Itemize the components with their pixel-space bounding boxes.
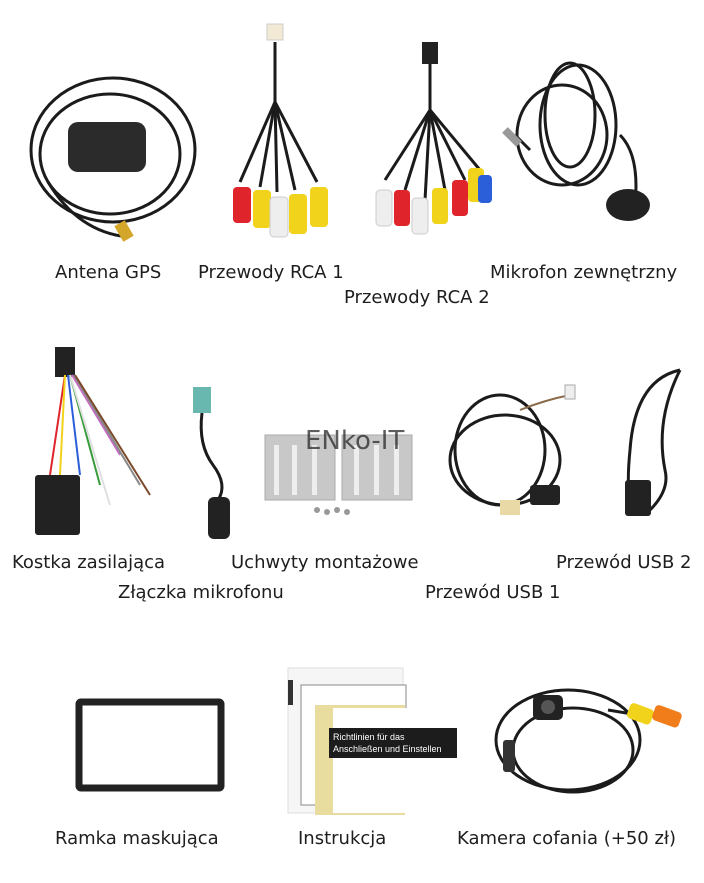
watermark: ENko-IT [305, 426, 405, 456]
label-power-harness: Kostka zasilająca [12, 552, 166, 573]
external-microphone-image [502, 61, 650, 221]
mask-frame-image [75, 698, 225, 792]
label-mounting-brackets: Uchwyty montażowe [231, 552, 419, 573]
gps-antenna-image [29, 76, 197, 242]
label-microphone-adapter: Złączka mikrofonu [118, 582, 284, 603]
mounting-brackets-image [264, 434, 413, 515]
rca-cable-2-image [375, 42, 492, 235]
label-usb-cable-1: Przewód USB 1 [425, 582, 561, 603]
reverse-camera-image [494, 688, 682, 794]
rca-cable-1-image [233, 23, 328, 238]
label-external-microphone: Mikrofon zewnętrzny [490, 262, 678, 283]
label-reverse-camera: Kamera cofania (+50 zł) [457, 828, 677, 849]
label-usb-cable-2: Przewód USB 2 [556, 552, 692, 573]
manual-title-line-1: Richtlinien für das [333, 732, 405, 742]
label-manual: Instrukcja [298, 828, 387, 849]
usb-cable-1-image [448, 384, 576, 515]
label-gps-antenna: Antena GPS [55, 262, 162, 283]
microphone-adapter-image [193, 387, 230, 539]
label-rca-cable-2: Przewody RCA 2 [344, 287, 490, 308]
label-mask-frame: Ramka maskująca [55, 828, 219, 849]
usb-cable-2-image [625, 368, 682, 516]
power-harness-image [35, 347, 151, 535]
manual-image: Richtlinien für das Anschließen und Eins… [287, 667, 457, 815]
label-rca-cable-1: Przewody RCA 1 [198, 262, 344, 283]
manual-title-line-2: Anschließen und Einstellen [333, 744, 442, 754]
